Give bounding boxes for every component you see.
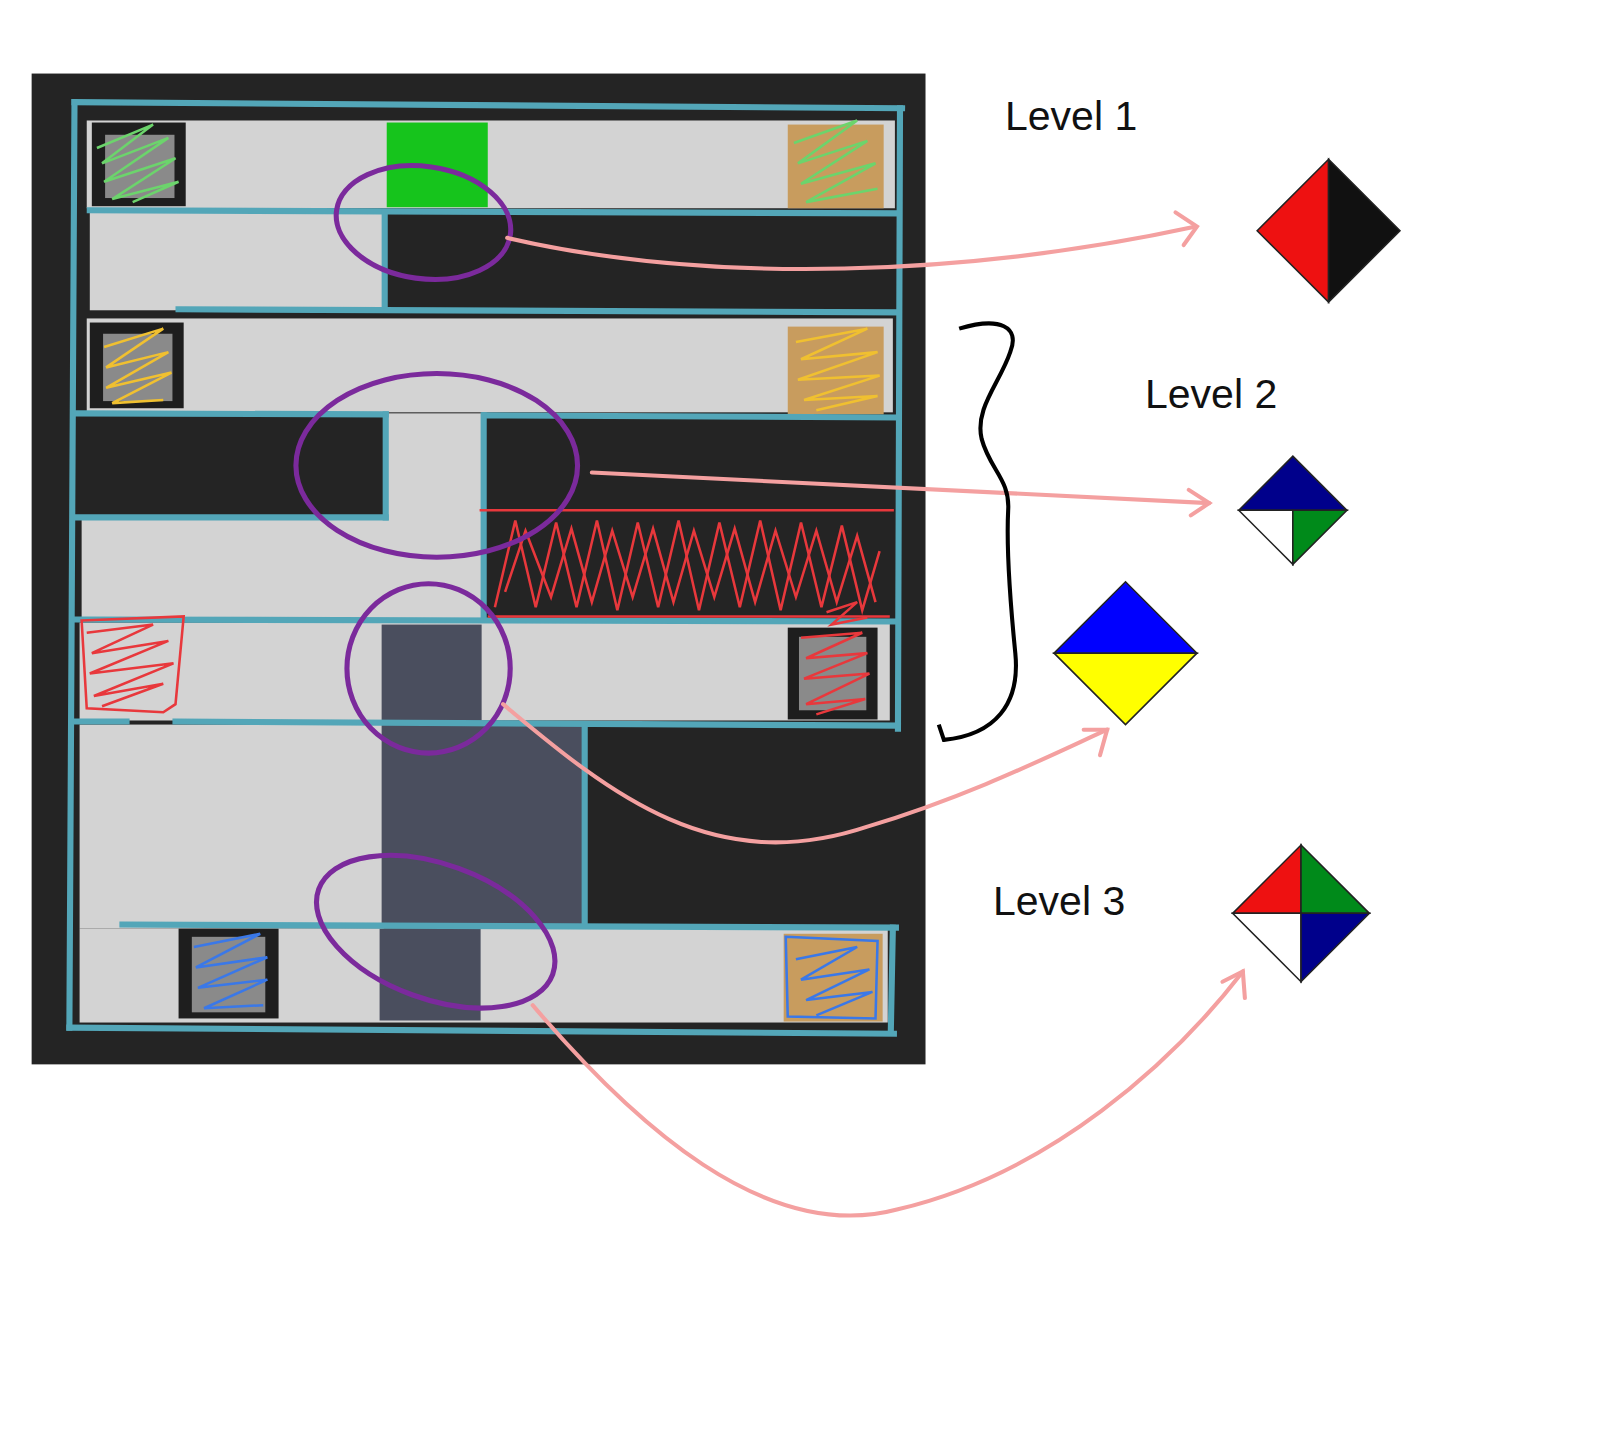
- maze-map: [32, 74, 926, 1065]
- level-label: Level 3: [993, 878, 1125, 925]
- group-brace: [939, 323, 1016, 739]
- highlight-ellipse: [296, 155, 578, 1038]
- leader-arrow: [503, 212, 1245, 1215]
- flag-diamond: [1054, 159, 1400, 981]
- level-label: Level 2: [1145, 371, 1277, 418]
- level-label: Level 1: [1005, 93, 1137, 140]
